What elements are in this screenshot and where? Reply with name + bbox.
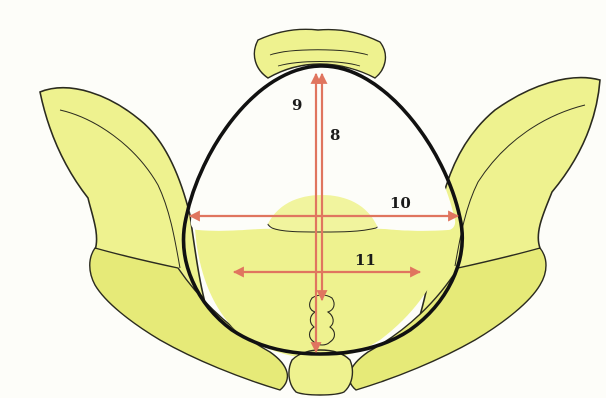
- label-11: 11: [355, 251, 376, 269]
- coccyx: [310, 295, 335, 345]
- pubic-symphysis: [289, 350, 353, 395]
- label-8: 8: [330, 126, 340, 144]
- label-9: 9: [292, 96, 302, 114]
- label-10: 10: [390, 194, 411, 212]
